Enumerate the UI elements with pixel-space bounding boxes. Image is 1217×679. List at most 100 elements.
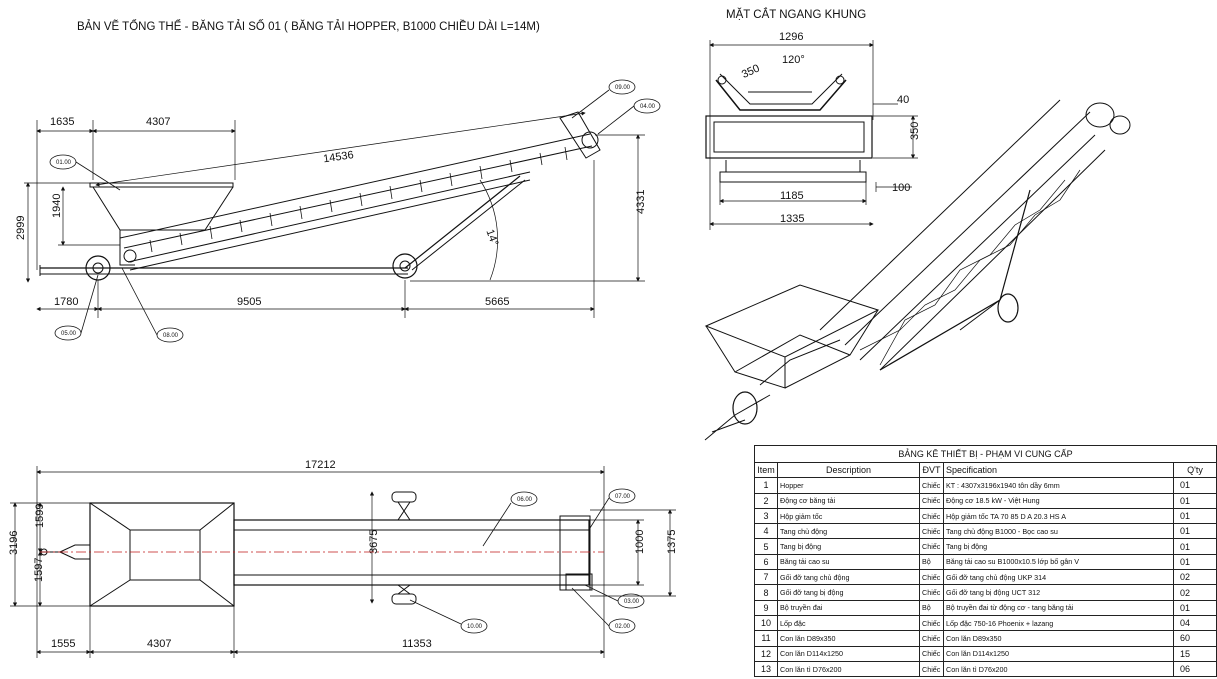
bom-cell-qty: 04 <box>1172 614 1217 632</box>
bom-cell-spec: Lốp đặc 750-16 Phoenix + lazang <box>943 614 1174 632</box>
bom-cell-unit: Chiếc <box>919 477 944 494</box>
bom-cell-item: 3 <box>754 507 778 525</box>
bom-cell-spec: Tang bị động <box>943 538 1174 555</box>
plan-view: 17212 1599 1597 3196 3675 1000 1375 1555… <box>8 459 678 658</box>
bom-cell-qty: 02 <box>1172 569 1217 586</box>
bom-cell-unit: Chiếc <box>919 614 944 632</box>
bom-cell-qty: 01 <box>1172 477 1217 494</box>
cross-section: 1296 120° 350 40 350 100 1185 1335 <box>705 31 921 230</box>
bom-cell-desc: Tang chủ động <box>777 523 920 540</box>
bom-cell-desc: Gối đỡ tang chủ động <box>777 569 920 586</box>
bom-cell-spec: Tang chủ động B1000 - Bọc cao su <box>943 523 1174 540</box>
dim-350-roller: 350 <box>740 62 762 81</box>
dim-1780: 1780 <box>54 296 78 308</box>
dim-1335: 1335 <box>780 213 804 225</box>
tag-01: 01.00 <box>56 160 72 166</box>
bom-header-spec: Specification <box>943 461 1174 479</box>
dim-40: 40 <box>897 94 909 106</box>
bom-cell-unit: Chiếc <box>919 507 944 525</box>
bom-cell-spec: Động cơ 18.5 kW - Việt Hung <box>943 492 1174 509</box>
bom-cell-desc: Tang bị động <box>777 538 920 555</box>
drawing-title: BẢN VẼ TỔNG THỂ - BĂNG TẢI SỐ 01 ( BĂNG … <box>77 21 540 33</box>
bom-cell-item: 2 <box>754 492 778 509</box>
bom-cell-unit: Chiếc <box>919 630 944 647</box>
bom-cell-spec: Bộ truyền đai từ động cơ - tang băng tải <box>943 599 1174 616</box>
dim-4307: 4307 <box>146 116 170 128</box>
tag-04: 04.00 <box>640 104 656 110</box>
dim-350-frame: 350 <box>909 122 921 140</box>
dim-1597: 1597 <box>33 558 45 582</box>
dim-14536: 14536 <box>322 149 354 165</box>
bom-cell-spec: KT : 4307x3196x1940 tôn dầy 6mm <box>943 477 1174 494</box>
angle-120: 120° <box>782 54 805 66</box>
bom-cell-qty: 06 <box>1172 660 1217 678</box>
bom-header-qty: Q'ty <box>1172 461 1217 479</box>
bom-cell-desc: Bộ truyền đai <box>777 599 920 616</box>
bom-header-item: Item <box>754 461 778 479</box>
bom-cell-desc: Lốp đặc <box>777 614 920 632</box>
dim-4331: 4331 <box>635 190 647 214</box>
bom-cell-spec: Hộp giảm tốc TA 70 85 D A 20.3 HS A <box>943 507 1174 525</box>
dim-3675: 3675 <box>368 530 380 554</box>
isometric-view <box>704 99 1131 441</box>
bom-cell-unit: Chiếc <box>919 569 944 586</box>
bom-cell-qty: 01 <box>1172 599 1217 616</box>
bom-cell-unit: Chiếc <box>919 523 944 540</box>
dim-1555: 1555 <box>51 638 75 650</box>
bom-cell-desc: Con lăn D89x350 <box>777 630 920 647</box>
dim-3196: 3196 <box>8 531 20 555</box>
bom-cell-qty: 01 <box>1172 507 1217 525</box>
bom-cell-desc: Băng tải cao su <box>777 553 920 571</box>
dim-100: 100 <box>892 182 910 194</box>
bom-cell-unit: Chiếc <box>919 538 944 555</box>
bom-cell-desc: Con lăn D114x1250 <box>777 645 920 662</box>
bom-cell-item: 4 <box>754 523 778 540</box>
angle-14: 14° <box>483 228 500 248</box>
bom-cell-qty: 01 <box>1172 553 1217 571</box>
bom-cell-unit: Bộ <box>919 553 944 571</box>
dim-1296: 1296 <box>779 31 803 43</box>
bom-cell-qty: 01 <box>1172 523 1217 540</box>
bom-cell-spec: Băng tải cao su B1000x10.5 lớp bố gân V <box>943 553 1174 571</box>
tag-10: 10.00 <box>467 624 483 630</box>
bom-cell-item: 8 <box>754 584 778 601</box>
bom-cell-item: 13 <box>754 660 778 678</box>
side-view: 1635 4307 14536 2999 1940 4331 <box>15 79 661 343</box>
bom-header-desc: Description <box>777 461 920 479</box>
dim-1635: 1635 <box>50 116 74 128</box>
bom-cell-item: 5 <box>754 538 778 555</box>
dim-4307-plan: 4307 <box>147 638 171 650</box>
bom-cell-spec: Gối đỡ tang chủ động UKP 314 <box>943 569 1174 586</box>
bom-cell-unit: Chiếc <box>919 660 944 678</box>
section-title: MẶT CẮT NGANG KHUNG <box>726 9 867 21</box>
bom-cell-spec: Gối đỡ tang bị động UCT 312 <box>943 584 1174 601</box>
bom-cell-desc: Động cơ băng tải <box>777 492 920 509</box>
bom-cell-desc: Con lăn tì D76x200 <box>777 660 920 678</box>
bom-cell-qty: 15 <box>1172 645 1217 662</box>
bom-cell-item: 1 <box>754 477 778 494</box>
bom-cell-item: 9 <box>754 599 778 616</box>
bom-cell-qty: 02 <box>1172 584 1217 601</box>
dim-17212: 17212 <box>305 459 336 471</box>
bom-cell-unit: Chiếc <box>919 492 944 509</box>
dim-1185: 1185 <box>780 190 804 202</box>
tag-07: 07.00 <box>615 494 631 500</box>
bom-cell-desc: Hộp giảm tốc <box>777 507 920 525</box>
tag-08: 08.00 <box>163 333 179 339</box>
bom-caption: BẢNG KÊ THIẾT BỊ - PHẠM VI CUNG CẤP <box>753 445 1217 463</box>
bom-cell-unit: Bộ <box>919 599 944 616</box>
bom-cell-unit: Chiếc <box>919 584 944 601</box>
bom-cell-item: 11 <box>754 630 778 647</box>
bom-cell-desc: Hopper <box>777 477 920 494</box>
tag-06: 06.00 <box>517 497 533 503</box>
